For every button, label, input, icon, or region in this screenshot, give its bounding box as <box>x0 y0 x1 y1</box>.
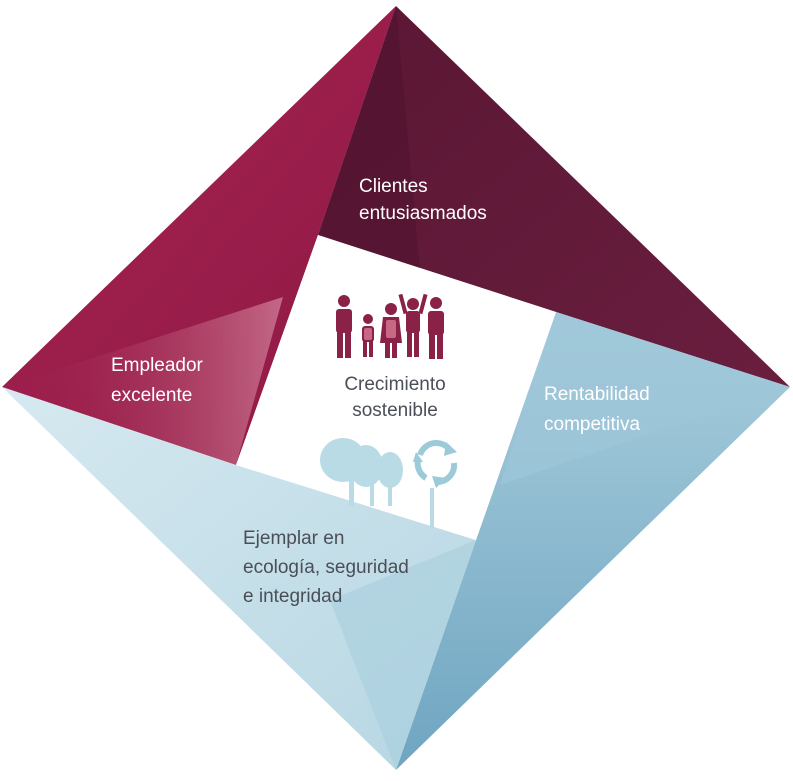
people-highlights <box>364 320 396 340</box>
facet-right-highlight <box>500 312 790 485</box>
recycle-stem <box>430 488 434 528</box>
left-label-line1: Empleador <box>111 355 204 376</box>
center-label-line2: sostenible <box>352 400 438 421</box>
facet-bottom <box>2 387 476 770</box>
center-panel <box>236 235 556 540</box>
diamond-shape <box>2 6 790 770</box>
right-label-line1: Rentabilidad <box>544 384 650 405</box>
bottom-label-line3: e integridad <box>243 586 342 607</box>
top-label-line2: entusiasmados <box>359 203 487 224</box>
people-group-icon <box>336 293 444 359</box>
top-label-line1: Clientes <box>359 176 428 197</box>
recycle-arrows <box>413 442 457 488</box>
bottom-label-line1: Ejemplar en <box>243 528 344 549</box>
right-label-line2: competitiva <box>544 414 641 435</box>
facet-right <box>396 312 790 770</box>
facet-top-shade <box>318 6 420 270</box>
left-label-line2: excelente <box>111 385 192 406</box>
facet-bottom-shade <box>330 540 476 770</box>
trees-icon <box>320 438 403 506</box>
bottom-label-line2: ecología, seguridad <box>243 557 409 578</box>
facet-top <box>318 6 790 387</box>
center-label-line1: Crecimiento <box>344 374 445 395</box>
facet-left-upper <box>2 6 396 465</box>
facet-left-highlight <box>2 297 283 465</box>
